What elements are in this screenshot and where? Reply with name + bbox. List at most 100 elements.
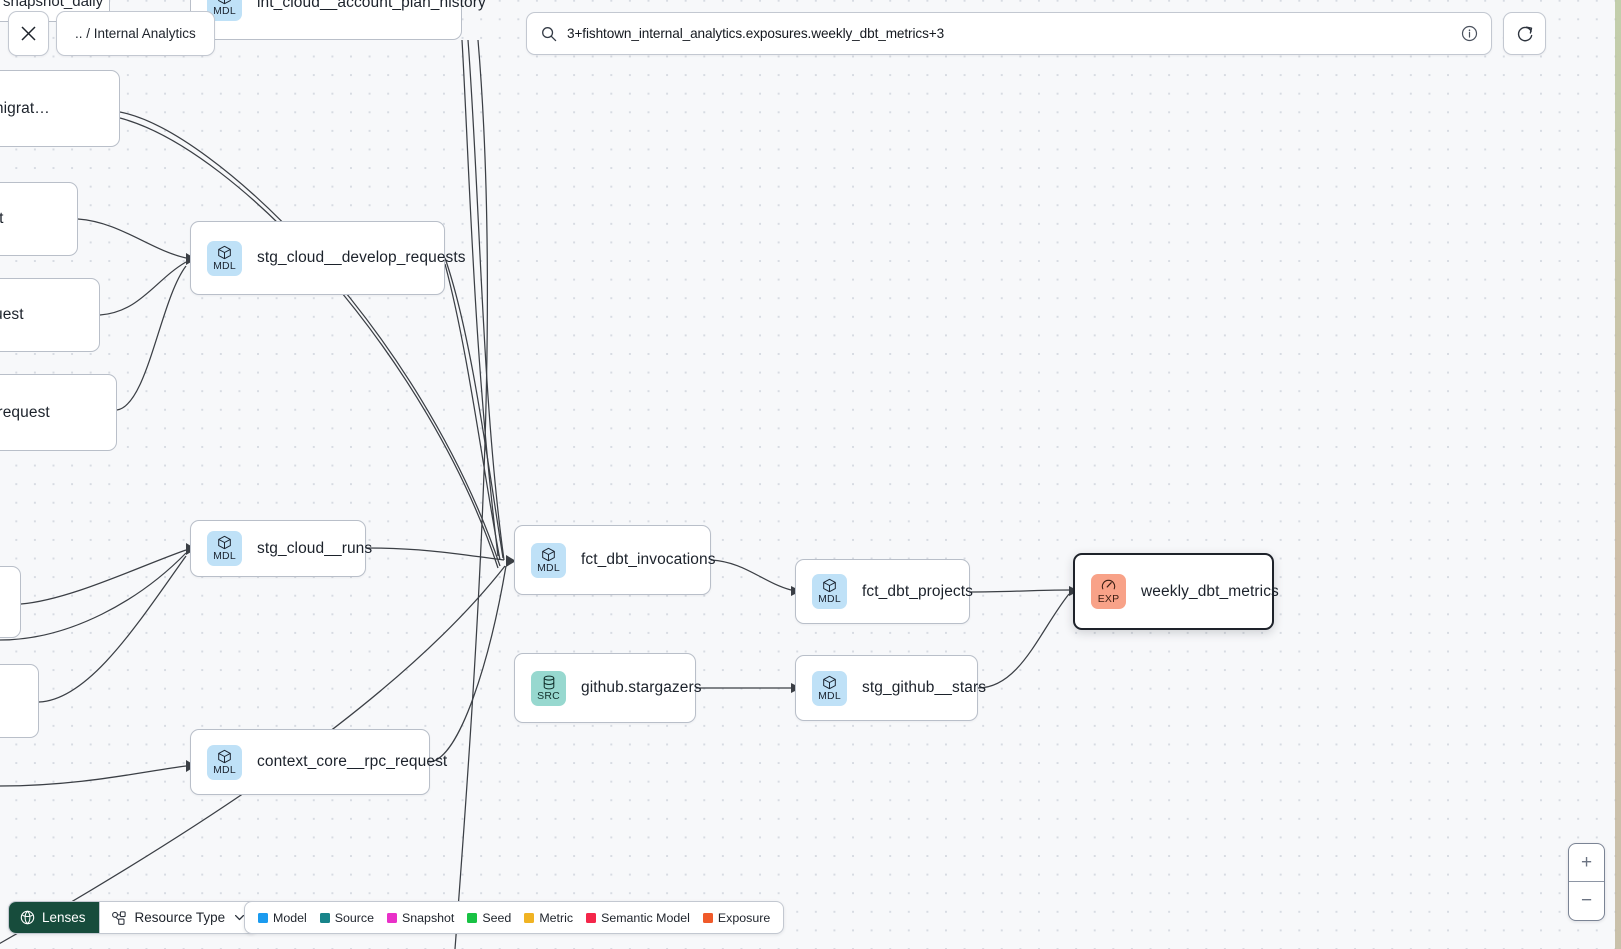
info-icon[interactable] (1461, 25, 1478, 42)
right-edge-strip (1615, 0, 1621, 949)
graph-node-stg-cloud-develop-requests[interactable]: MDL stg_cloud__develop_requests (190, 221, 466, 295)
database-icon: SRC (531, 670, 566, 706)
legend-item-semantic-model[interactable]: Semantic Model (586, 911, 690, 925)
node-type-code: MDL (818, 593, 841, 606)
node-label: github.stargazers (581, 679, 702, 696)
plus-icon: + (1580, 851, 1593, 873)
node-label: fct_dbt_invocations (581, 551, 716, 568)
graph-node-github-stargazers[interactable]: SRC github.stargazers (514, 653, 702, 723)
cube-icon: MDL (207, 744, 242, 780)
breadcrumb[interactable]: .. / Internal Analytics (56, 11, 215, 56)
database-icon-glyph (542, 675, 556, 690)
graph-node-op-request[interactable]: op_request (0, 182, 78, 256)
lenses-label: Lenses (42, 910, 86, 925)
node-label: multicell_migrat… (0, 99, 50, 117)
legend-item-source[interactable]: Source (319, 910, 375, 925)
graph-node-fct-dbt-projects[interactable]: MDL fct_dbt_projects (795, 559, 974, 624)
gauge-icon: EXP (1091, 574, 1126, 609)
legend-swatch (319, 912, 330, 923)
node-label: velop_request (0, 306, 24, 323)
legend-item-snapshot[interactable]: Snapshot (387, 911, 454, 925)
lens-icon (20, 910, 35, 925)
graph-node-int-cloud-account-plan-history[interactable]: MDL int_cloud__account_plan_history (190, 0, 486, 40)
minus-icon: − (1580, 890, 1593, 911)
close-button[interactable] (8, 11, 49, 56)
refresh-icon (1517, 26, 1532, 41)
cube-icon-glyph (822, 578, 837, 593)
legend-item-model[interactable]: Model (258, 911, 307, 925)
legend-item-seed[interactable]: Seed (467, 911, 511, 925)
legend-swatch (467, 912, 478, 923)
node-label: stg_github__stars (862, 679, 987, 696)
node-type-code: EXP (1097, 593, 1120, 606)
legend-label: Semantic Model (601, 910, 690, 925)
node-type-code: MDL (213, 259, 236, 272)
node-type-code: MDL (213, 550, 236, 563)
zoom-controls: + − (1568, 843, 1605, 921)
gauge-icon-glyph (1101, 578, 1116, 593)
node-label: fct_dbt_projects (862, 582, 974, 600)
resource-type-legend: Model Source Snapshot Seed Metric Semantic Mo… (244, 901, 785, 934)
zoom-in-button[interactable]: + (1569, 844, 1604, 882)
legend-swatch (258, 912, 268, 923)
node-label: weekly_dbt_metrics (1141, 582, 1279, 600)
graph-node-weekly-dbt-metrics[interactable]: EXP weekly_dbt_metrics (1073, 553, 1279, 630)
legend-label: Seed (482, 910, 512, 925)
node-type-code: MDL (537, 561, 560, 574)
cube-icon: MDL (812, 670, 847, 706)
cube-icon: MDL (207, 240, 242, 276)
chevron-down-icon (235, 914, 245, 921)
node-type-code: MDL (213, 4, 236, 17)
search-icon (542, 26, 557, 41)
node-label: context_core__rpc_request (257, 753, 448, 770)
node-type-code: MDL (213, 763, 236, 776)
legend-label: Snapshot (402, 910, 455, 925)
legend-label: Model (273, 910, 307, 925)
breadcrumb-label: .. / Internal Analytics (75, 26, 196, 41)
cube-icon-glyph (217, 245, 232, 260)
node-type-code: SRC (537, 689, 560, 702)
graph-node-left-run[interactable]: _run (0, 664, 39, 738)
cube-icon: MDL (207, 531, 242, 566)
cube-icon-glyph (822, 675, 837, 690)
search-bar[interactable] (526, 12, 1492, 55)
cube-icon-glyph (217, 535, 232, 550)
graph-node-multicell-migrat[interactable]: multicell_migrat… (0, 70, 120, 147)
legend-label: Metric (539, 910, 574, 925)
graph-node-develop-request[interactable]: _develop_request (0, 374, 117, 451)
cube-icon: MDL (531, 542, 566, 578)
legend-swatch (387, 912, 398, 923)
cube-icon-glyph (541, 547, 556, 562)
zoom-out-button[interactable]: − (1569, 882, 1604, 920)
graph-node-fct-dbt-invocations[interactable]: MDL fct_dbt_invocations (514, 525, 716, 595)
graph-node-stg-github-stars[interactable]: MDL stg_github__stars (795, 655, 986, 721)
node-label: op_request (0, 210, 4, 227)
graph-node-velop-request[interactable]: velop_request (0, 278, 100, 352)
graph-node-context-core-rpc-request[interactable]: MDL context_core__rpc_request (190, 729, 447, 795)
node-label: _develop_request (0, 403, 50, 421)
legend-label: Source (334, 910, 375, 925)
cube-icon-glyph (217, 749, 232, 764)
node-type-code: MDL (818, 689, 841, 702)
graph-node-left-n[interactable]: n (0, 566, 21, 638)
lens-toolbar: Lenses Resource Type (8, 901, 259, 934)
node-label: stg_cloud__develop_requests (257, 249, 466, 266)
cube-icon: MDL (812, 574, 847, 609)
resource-type-dropdown[interactable]: Resource Type (98, 902, 258, 933)
search-input[interactable] (567, 26, 1451, 41)
node-label: snapshot_daily (3, 0, 104, 10)
node-label: stg_cloud__runs (257, 539, 373, 557)
cube-icon-glyph (217, 0, 232, 5)
legend-swatch (524, 912, 535, 923)
refresh-button[interactable] (1503, 12, 1546, 55)
legend-swatch (586, 912, 597, 923)
resource-type-label: Resource Type (134, 910, 226, 925)
legend-swatch (702, 912, 713, 923)
legend-item-metric[interactable]: Metric (524, 911, 573, 925)
node-label: int_cloud__account_plan_history (257, 0, 486, 11)
graph-node-stg-cloud-runs[interactable]: MDL stg_cloud__runs (190, 520, 372, 577)
legend-item-exposure[interactable]: Exposure (702, 911, 770, 925)
lenses-button[interactable]: Lenses (9, 902, 99, 933)
